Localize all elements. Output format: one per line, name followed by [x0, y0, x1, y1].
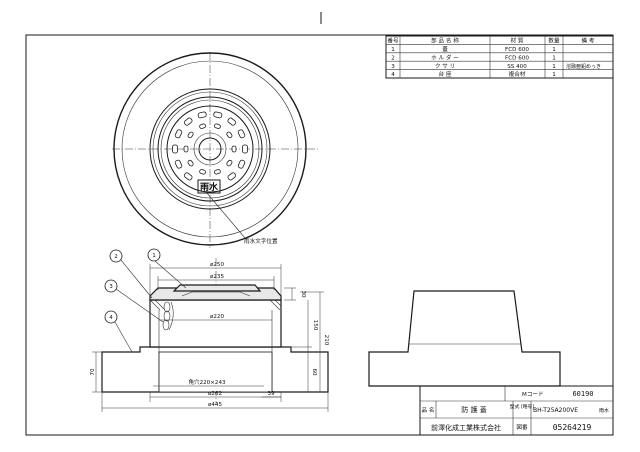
cover-slot — [197, 111, 207, 119]
cover-slot — [214, 123, 221, 129]
dim-235: ø235 — [210, 274, 225, 280]
parts-row-4-name: 台 座 — [439, 70, 452, 78]
parts-row-3-note: 溶融亜鉛めっき — [566, 63, 601, 70]
cover-slot — [199, 169, 206, 175]
balloon-4-label: 4 — [109, 315, 113, 321]
cover-slot — [187, 159, 194, 167]
mcode-label: Mコード — [522, 391, 544, 398]
section-view — [101, 258, 329, 405]
parts-row-1-qty: 1 — [552, 47, 556, 53]
drawing-number: 05264219 — [553, 423, 592, 432]
parts-header-qty: 数量 — [548, 37, 560, 45]
parts-row-4-material: 複合材 — [509, 70, 526, 78]
dim-70: 70 — [90, 368, 96, 376]
cover-slot — [213, 111, 223, 119]
parts-row-2-qty: 1 — [552, 55, 556, 61]
parts-header-name: 部 品 名 称 — [431, 37, 459, 45]
model-note: 雨水 — [599, 407, 609, 414]
balloon-3-label: 3 — [109, 284, 113, 290]
parts-row-3-qty: 1 — [552, 64, 556, 70]
parts-row-2-material: FCD 600 — [505, 55, 529, 61]
cover-slot — [226, 131, 233, 139]
balloon-4 — [104, 310, 118, 324]
parts-row-3-no: 3 — [391, 64, 395, 70]
dim-210: 210 — [323, 335, 329, 346]
drawing-number-label: 図番 — [516, 424, 528, 431]
dim-150: 150 — [312, 320, 318, 331]
cover-slot — [242, 144, 248, 154]
parts-header-material: 材 質 — [511, 37, 524, 45]
cover-slot — [199, 123, 206, 129]
model-label: 型式 (略号) — [510, 403, 535, 410]
parts-row-1-name: 蓋 — [442, 45, 448, 53]
cover-slot — [187, 131, 194, 139]
balloon-2 — [109, 249, 123, 263]
rain-label-callout: 雨水文字位置 — [244, 237, 278, 245]
cover-slot — [183, 145, 189, 153]
parts-header-no: 番号 — [387, 38, 399, 45]
cover-slot — [227, 172, 237, 181]
cover-slot — [237, 159, 246, 169]
dim-250: ø250 — [210, 262, 225, 268]
cover-slot — [231, 145, 237, 153]
sheet-frame — [25, 34, 614, 436]
title-block: Mコード 60190 品 名 防 護 蓋 型式 (略号) BH-T25A200V… — [419, 385, 614, 436]
parts-row-2-no: 2 — [391, 55, 395, 61]
side-view — [368, 290, 561, 387]
cover-slot — [214, 169, 221, 175]
company-name: 前澤化成工業株式会社 — [431, 423, 501, 432]
dim-39: 39 — [267, 391, 275, 397]
cover-slots — [172, 111, 248, 181]
mcode-value: 60190 — [572, 390, 593, 398]
parts-header-note: 備 考 — [582, 37, 595, 45]
dim-445: ø445 — [208, 402, 223, 408]
plan-view: 雨水 雨水文字位置 — [112, 52, 320, 248]
balloon-1 — [147, 248, 161, 262]
parts-row-4-qty: 1 — [552, 72, 556, 78]
parts-row-1-material: FCD 600 — [505, 47, 529, 53]
rain-label-leader — [205, 191, 246, 239]
dim-262: ø262 — [208, 391, 222, 397]
parts-row-1-no: 1 — [391, 47, 395, 53]
chain — [162, 301, 174, 331]
parts-table: 番号 部 品 名 称 材 質 数量 備 考 1 蓋 FCD 600 1 2 ホ … — [385, 35, 614, 79]
part-balloons: 1 2 3 4 — [104, 248, 187, 353]
dim-30: 30 — [300, 290, 306, 298]
parts-row-3-material: SS 400 — [507, 64, 527, 70]
rain-label-box — [197, 179, 221, 194]
cover-slot — [237, 129, 246, 139]
dim-60: 60 — [311, 368, 317, 376]
product-name: 防 護 蓋 — [461, 405, 486, 414]
parts-row-4-no: 4 — [391, 72, 395, 78]
product-name-label: 品 名 — [422, 406, 435, 414]
cover-slot — [226, 159, 233, 167]
cover-slot — [174, 159, 183, 169]
balloon-1-label: 1 — [152, 253, 156, 259]
balloon-3 — [104, 279, 118, 293]
dim-220: ø220 — [210, 314, 225, 320]
model-value: BH-T25A200VE — [533, 407, 578, 414]
rain-label: 雨水 — [200, 181, 219, 193]
dimensions: ø250 ø235 ø220 角穴220×243 ø262 ø445 39 30… — [90, 262, 329, 412]
cover-slot — [183, 117, 193, 126]
cover-slot — [227, 117, 237, 126]
cover-slot — [172, 144, 178, 154]
dim-rect: 角穴220×243 — [188, 378, 226, 386]
parts-row-3-name: ク サ リ — [435, 63, 455, 70]
balloon-2-label: 2 — [114, 254, 118, 260]
cover-slot — [183, 172, 193, 181]
cover-slot — [174, 129, 183, 139]
parts-row-2-name: ホ ル ダ ー — [431, 53, 459, 61]
